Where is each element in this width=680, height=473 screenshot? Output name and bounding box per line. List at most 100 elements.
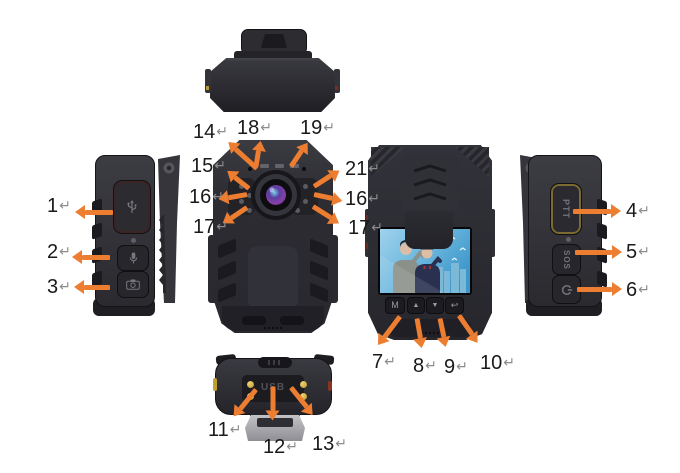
back-return-button: ↩ [445, 297, 464, 314]
photo-button [117, 271, 149, 298]
callout-label-5: 5↵ [626, 241, 650, 262]
vent-holes [421, 332, 439, 334]
foot-recess [280, 316, 304, 325]
camera-icon [126, 279, 140, 290]
callout-label-4: 4↵ [626, 200, 650, 221]
callout-label-11: 11↵ [208, 419, 242, 440]
back-bumper [389, 319, 471, 337]
callout-label-16-left: 16↵ [189, 186, 224, 207]
callout-label-12: 12↵ [263, 436, 298, 457]
callout-number: 7 [372, 351, 384, 373]
return-mark: ↵ [59, 197, 71, 213]
red-mark [366, 215, 369, 221]
top-right-tab [334, 69, 340, 93]
callout-number: 14 [193, 121, 216, 143]
yellow-mark [213, 378, 217, 391]
callout-label-13: 13↵ [312, 433, 347, 454]
clip-top [241, 29, 307, 55]
return-mark: ↵ [286, 438, 298, 454]
callout-number: 11 [208, 419, 229, 441]
callout-number: 9 [444, 356, 456, 378]
callout-arrow-12 [270, 386, 276, 410]
charging-contact [300, 381, 307, 388]
callout-label-15: 15↵ [191, 155, 226, 176]
callout-label-8: 8↵ [413, 355, 437, 376]
callout-label-7: 7↵ [372, 351, 396, 372]
display-screen [378, 227, 472, 295]
grip-ridge [597, 270, 607, 288]
return-mark: ↵ [425, 357, 437, 373]
back-view: M ▲ ▼ ↩ [365, 143, 495, 343]
return-mark: ↵ [212, 188, 224, 204]
camera-lens [251, 170, 301, 220]
callout-number: 5 [626, 241, 638, 263]
callout-number: 12 [263, 436, 286, 458]
yellow-mark [206, 86, 209, 90]
return-icon: ↩ [450, 300, 459, 310]
front-bumper [222, 306, 324, 331]
callout-label-1: 1↵ [47, 195, 71, 216]
foot-recess [242, 316, 266, 325]
callout-number: 3 [47, 276, 59, 298]
return-mark: ↵ [323, 119, 335, 135]
callout-label-18: 18↵ [237, 117, 272, 138]
status-led [275, 164, 284, 168]
top-view [205, 25, 340, 117]
power-button [552, 275, 581, 304]
return-mark: ↵ [59, 278, 71, 294]
mic-hole-left [248, 167, 252, 171]
officer-left [393, 240, 425, 293]
indicator-dot [131, 238, 136, 243]
return-mark: ↵ [456, 358, 468, 374]
status-led [290, 164, 299, 168]
microphone-icon [129, 252, 137, 264]
callout-arrow-4 [573, 204, 621, 218]
vent-holes [264, 327, 282, 329]
callout-number: 19 [300, 117, 323, 139]
clip-notch [261, 34, 287, 48]
callout-arrow-6 [577, 282, 622, 296]
latch-slider [258, 357, 292, 368]
return-mark: ↵ [216, 218, 228, 234]
ptt-label: PTT [561, 199, 571, 219]
callout-number: 17 [348, 217, 371, 239]
front-view [208, 138, 338, 336]
callout-label-9: 9↵ [444, 356, 468, 377]
usb-port-cover [113, 180, 151, 234]
callout-number: 6 [626, 279, 638, 301]
indicator-dot [566, 237, 571, 242]
callout-number: 13 [312, 433, 335, 455]
return-mark: ↵ [368, 190, 380, 206]
clip-teeth [159, 215, 166, 293]
ir-led [247, 208, 252, 213]
callout-number: 16 [345, 188, 368, 210]
callout-number: 10 [480, 352, 503, 374]
callout-label-10: 10↵ [480, 352, 515, 373]
callout-label-6: 6↵ [626, 279, 650, 300]
callout-label-2: 2↵ [47, 241, 71, 262]
front-right-tab [329, 235, 338, 303]
red-mark [366, 243, 369, 249]
callout-label-19: 19↵ [300, 117, 335, 138]
return-mark: ↵ [229, 421, 242, 437]
sos-button: SOS [552, 244, 581, 275]
up-button: ▲ [407, 297, 425, 314]
ir-led [303, 184, 308, 189]
return-mark: ↵ [260, 119, 272, 135]
power-icon [561, 284, 572, 295]
ir-led [303, 199, 308, 204]
return-mark: ↵ [638, 281, 650, 297]
callout-number: 21 [345, 158, 368, 180]
callout-label-14: 14↵ [193, 121, 228, 142]
right-side-view: PTT SOS [512, 150, 610, 322]
return-mark: ↵ [214, 157, 226, 173]
down-icon: ▼ [431, 302, 439, 309]
left-side-view [92, 150, 188, 322]
menu-button: M [385, 297, 405, 314]
down-button: ▼ [426, 297, 444, 314]
belt-clip [158, 155, 180, 303]
screen-glare [380, 255, 444, 293]
callout-number: 4 [626, 200, 638, 222]
callout-label-3: 3↵ [47, 276, 71, 297]
callout-arrow-5 [575, 245, 622, 259]
